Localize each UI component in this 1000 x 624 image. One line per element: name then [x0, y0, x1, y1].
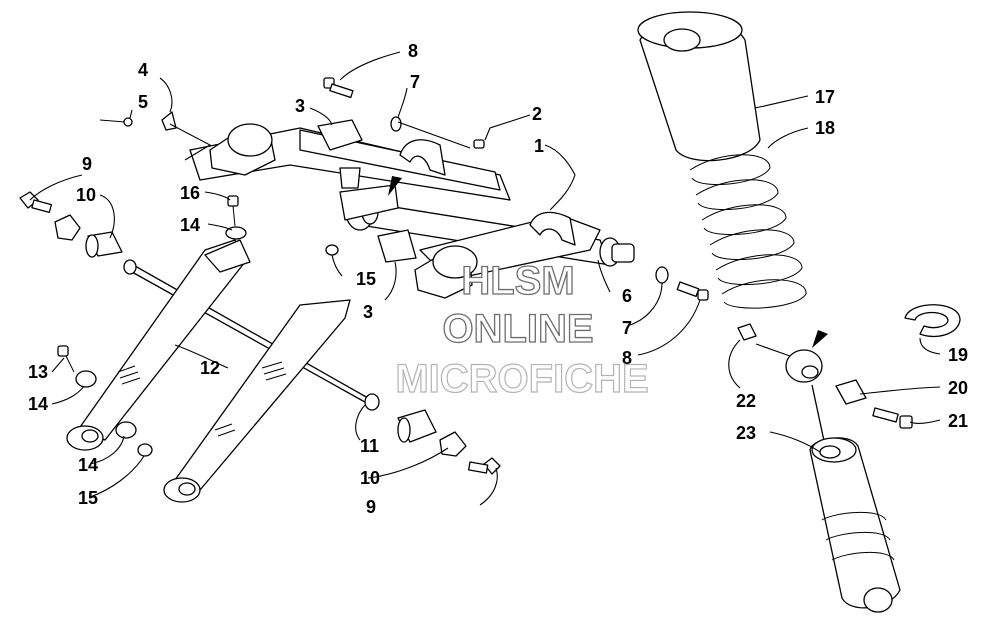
leader-lines [29, 51, 941, 506]
orientation-arrows [388, 176, 828, 348]
callout-6: 6 [622, 286, 632, 306]
callout-3-lower: 3 [363, 302, 373, 322]
callout-19: 19 [948, 345, 968, 365]
shock-absorber-assembly [637, 11, 961, 613]
callout-20: 20 [948, 378, 968, 398]
watermark-line-1: HLSM [461, 259, 574, 303]
hardware-left [19, 191, 501, 475]
callout-7-lower: 7 [622, 318, 632, 338]
callout-22: 22 [736, 391, 756, 411]
callout-8-upper: 8 [408, 41, 418, 61]
callout-15-center: 15 [356, 269, 376, 289]
callout-17: 17 [815, 87, 835, 107]
callout-7-upper: 7 [410, 72, 420, 92]
callout-11: 11 [360, 436, 379, 456]
callout-9-upper: 9 [82, 154, 92, 174]
callout-2: 2 [532, 104, 542, 124]
lower-rail-arms [66, 239, 380, 503]
watermark-line-2: ONLINE [442, 307, 593, 351]
callout-14-upper: 14 [180, 215, 200, 235]
callout-14-left: 14 [28, 394, 48, 414]
callouts: 1 2 3 3 4 5 6 7 7 8 8 9 9 10 10 11 12 13… [28, 41, 968, 517]
callout-10-lower: 10 [360, 468, 380, 488]
callout-9-lower: 9 [366, 497, 376, 517]
callout-12: 12 [200, 358, 220, 378]
callout-14-lower: 14 [78, 455, 98, 475]
callout-21: 21 [948, 411, 968, 431]
callout-15-lower: 15 [78, 488, 98, 508]
callout-1: 1 [534, 136, 544, 156]
callout-5: 5 [138, 92, 148, 112]
watermark: HLSM ONLINE MICROFICHE [395, 258, 650, 401]
callout-18: 18 [815, 118, 835, 138]
callout-13: 13 [28, 362, 48, 382]
callout-16: 16 [180, 183, 200, 203]
callout-4: 4 [138, 60, 148, 80]
callout-8-lower: 8 [622, 348, 632, 368]
watermark-line-3: MICROFICHE [395, 357, 648, 401]
swing-arm-assembly [189, 119, 635, 299]
callout-10-upper: 10 [76, 185, 96, 205]
callout-23: 23 [736, 423, 756, 443]
hardware-top [99, 77, 709, 301]
callout-3-upper: 3 [295, 96, 305, 116]
